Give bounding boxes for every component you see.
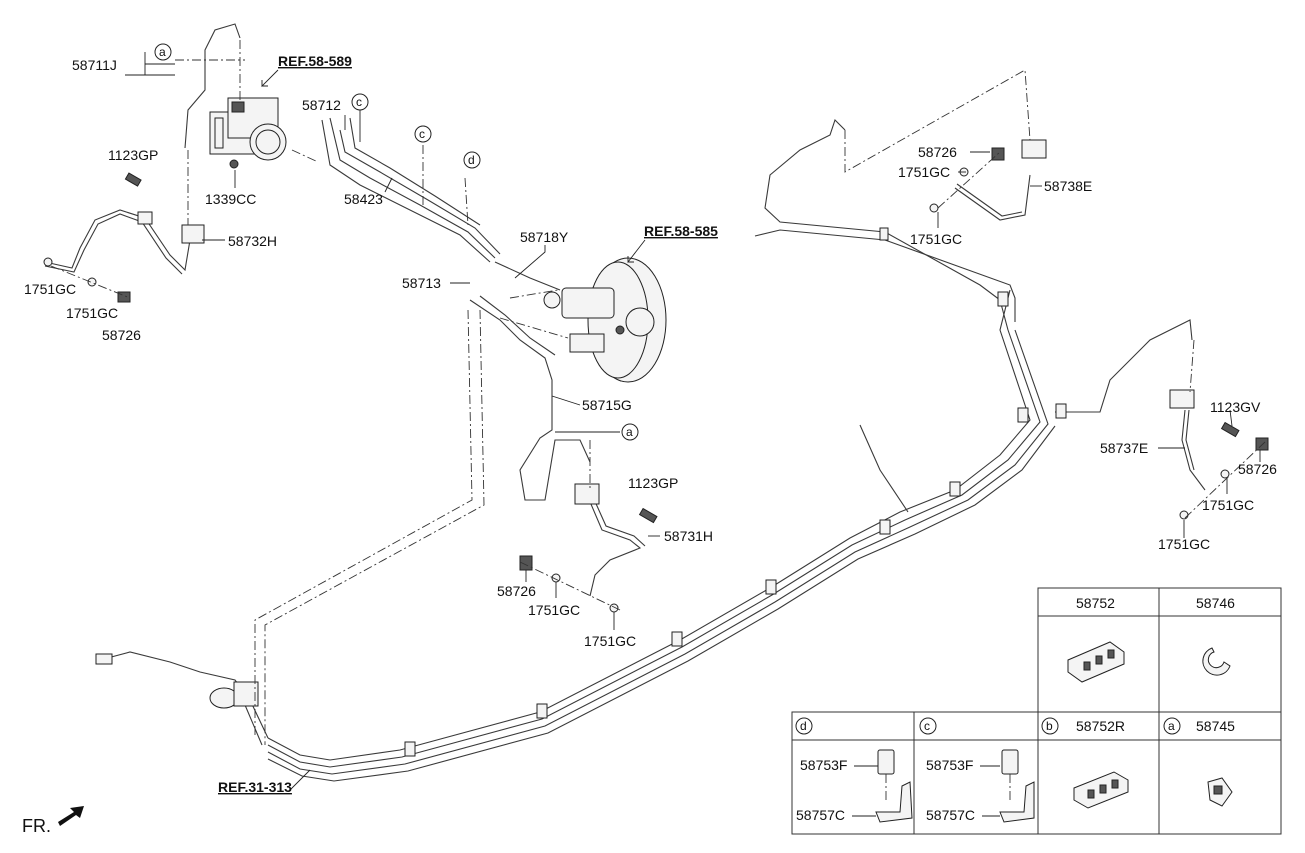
parts-legend-table: 58752 58746 d c b 58752R a 587 [791, 587, 1282, 835]
label-58726-1: 58726 [102, 327, 141, 343]
legend-a-header: a 58745 [1163, 717, 1235, 735]
legend-58746-header: 58746 [1196, 595, 1235, 611]
label-1751GC-2: 1751GC [66, 305, 118, 321]
label-1751GC-3: 1751GC [528, 602, 580, 618]
label-1123GP-mid: 1123GP [628, 475, 678, 491]
label-ref-58-589: REF.58-589 [278, 53, 352, 69]
callout-circles: a c c d a [154, 43, 639, 441]
label-1123GV: 1123GV [1210, 399, 1261, 415]
leader-lines [125, 52, 1261, 791]
label-1339CC: 1339CC [205, 191, 256, 207]
legend-d-58753F: 58753F [800, 757, 847, 773]
label-58738E: 58738E [1044, 178, 1092, 194]
label-1751GC-4: 1751GC [584, 633, 636, 649]
label-1751GC-8: 1751GC [1158, 536, 1210, 552]
callout-d: d [463, 151, 481, 169]
label-58731H: 58731H [664, 528, 713, 544]
svg-text:c: c [419, 127, 425, 141]
label-1751GC-6: 1751GC [910, 231, 962, 247]
label-ref-58-585: REF.58-585 [644, 223, 718, 239]
bolts-and-gaskets [43, 147, 1269, 613]
label-1751GC-7: 1751GC [1202, 497, 1254, 513]
svg-text:b: b [1046, 719, 1053, 733]
connection-lines [50, 40, 1266, 745]
svg-text:c: c [924, 719, 930, 733]
label-58726-4: 58726 [1238, 461, 1277, 477]
svg-text:a: a [626, 425, 633, 439]
svg-text:a: a [1168, 719, 1175, 733]
svg-text:c: c [356, 95, 362, 109]
label-58726-2: 58726 [497, 583, 536, 599]
svg-text:d: d [800, 719, 807, 733]
label-1123GP-left: 1123GP [108, 147, 158, 163]
pipe-clips [404, 227, 1067, 757]
callout-c-mid: c [414, 125, 432, 143]
label-58423: 58423 [344, 191, 383, 207]
upper-brake-lines [184, 23, 1031, 501]
abs-module [209, 97, 287, 169]
label-front: FR. [22, 816, 51, 836]
part-labels: 58711J REF.58-589 1123GP 1339CC 58732H 1… [22, 53, 1277, 836]
legend-c-header: c [919, 717, 937, 735]
front-arrow-icon [58, 806, 84, 826]
legend-d-header: d [795, 717, 813, 735]
legend-c-58757C: 58757C [926, 807, 975, 823]
label-58732H: 58732H [228, 233, 277, 249]
label-58718Y: 58718Y [520, 229, 569, 245]
flex-hoses [44, 139, 1206, 597]
svg-text:a: a [159, 45, 166, 59]
legend-58745: 58745 [1196, 718, 1235, 734]
clip-58752-icon [1067, 641, 1125, 683]
label-58712: 58712 [302, 97, 341, 113]
svg-text:d: d [468, 153, 475, 167]
proportioning-valve [95, 653, 259, 709]
label-ref-31-313: REF.31-313 [218, 779, 292, 795]
clip-58745-icon [1207, 777, 1233, 807]
label-1751GC-1: 1751GC [24, 281, 76, 297]
legend-c-58753F: 58753F [926, 757, 973, 773]
legend-58752-header: 58752 [1076, 595, 1115, 611]
label-58711J: 58711J [72, 57, 117, 73]
label-58715G: 58715G [582, 397, 632, 413]
label-1751GC-5: 1751GC [898, 164, 950, 180]
callout-a-mid: a [621, 423, 639, 441]
main-brake-pipe-bundle [99, 118, 1193, 782]
legend-b-header: b 58752R [1041, 717, 1125, 735]
legend-d-58757C: 58757C [796, 807, 845, 823]
callout-c-upper: c [351, 93, 369, 111]
label-58726-3: 58726 [918, 144, 957, 160]
legend-58752R: 58752R [1076, 718, 1125, 734]
label-58737E: 58737E [1100, 440, 1148, 456]
callout-a-top: a [154, 43, 172, 61]
clip-58752R-icon [1073, 771, 1129, 809]
label-58713: 58713 [402, 275, 441, 291]
brake-booster [543, 257, 667, 383]
clip-58746-icon [1202, 647, 1231, 676]
